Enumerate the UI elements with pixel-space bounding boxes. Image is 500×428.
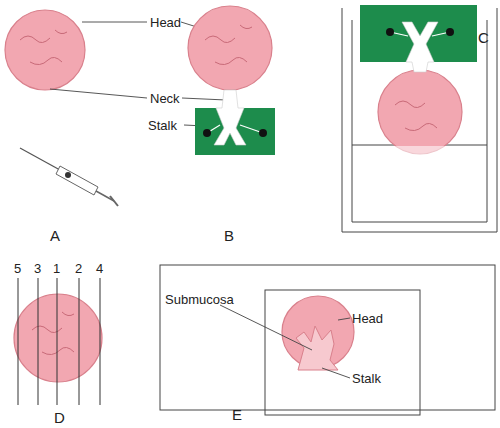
polyp-head (5, 10, 85, 90)
callout-number: 3 (34, 262, 41, 275)
pinned-stalk (195, 90, 275, 155)
part-label: Head (352, 312, 383, 325)
panel-letter: E (232, 407, 242, 422)
callout-number: 1 (53, 262, 60, 275)
slide-outline (160, 265, 495, 415)
panel-letter: C (478, 30, 489, 45)
callout-number: 2 (75, 262, 82, 275)
section-line (18, 278, 100, 405)
polyp-section (282, 296, 354, 370)
callout-number: 5 (14, 262, 21, 275)
part-label: Submucosa (165, 293, 234, 306)
callout-number: 4 (96, 262, 103, 275)
part-label: Neck (150, 92, 180, 105)
pinned-stalk (360, 5, 477, 72)
polyp-head (353, 70, 486, 221)
part-label: Head (150, 16, 181, 29)
panel-letter: A (50, 228, 60, 243)
part-label: Stalk (352, 372, 381, 385)
part-label: Stalk (148, 119, 177, 132)
panel-letter: B (224, 228, 234, 243)
leader-line (220, 305, 350, 378)
polyp-head (14, 294, 102, 382)
syringe (20, 148, 118, 206)
polyp-head (188, 6, 272, 90)
panel-letter: D (54, 410, 65, 425)
